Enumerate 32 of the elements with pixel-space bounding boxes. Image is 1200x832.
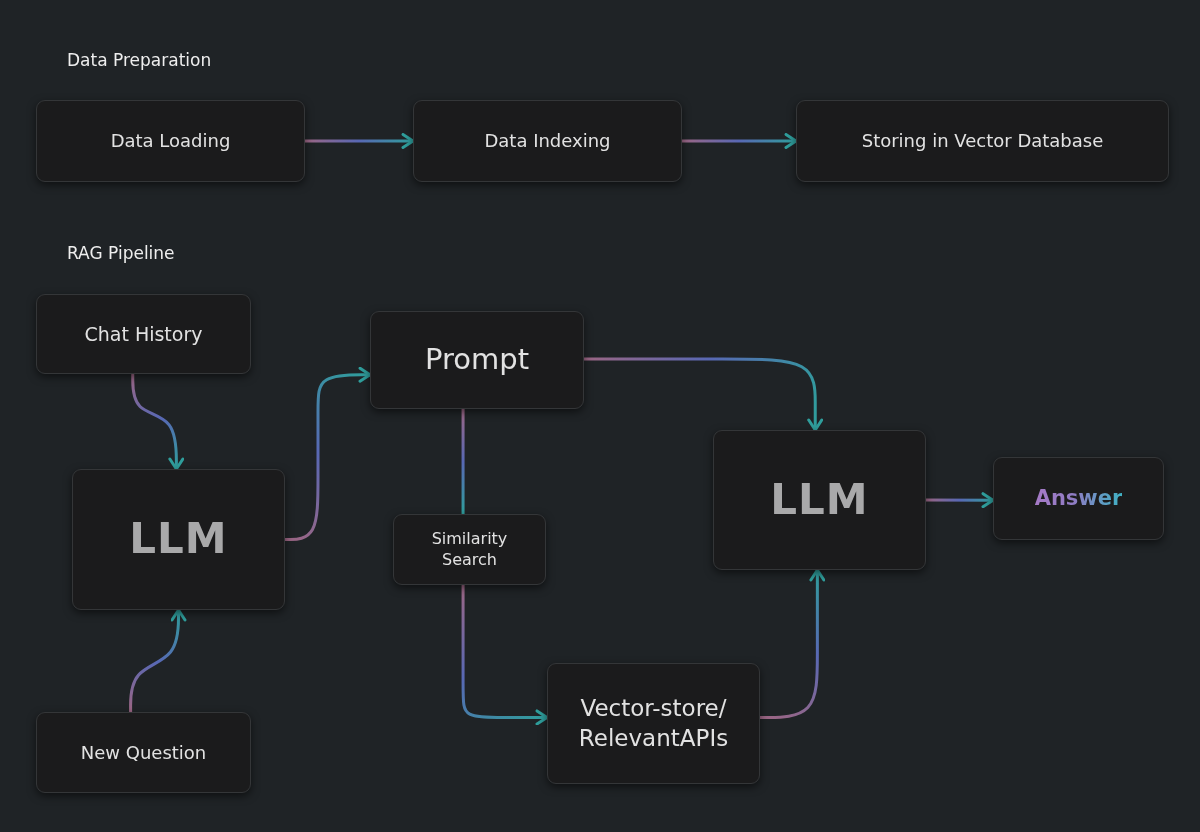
- process-box: [547, 663, 760, 784]
- node-label: Prompt: [424, 341, 529, 379]
- process-box: [36, 712, 251, 793]
- arrow: [461, 585, 549, 726]
- process-box: [393, 514, 546, 585]
- node-label: Data Indexing: [484, 129, 611, 153]
- arrow: [682, 133, 798, 149]
- process-box: [36, 294, 251, 374]
- arrow: [129, 608, 187, 712]
- model-box: [72, 469, 285, 610]
- node-label: Similarity Search: [430, 528, 509, 571]
- process-box: [413, 100, 682, 182]
- node-label: Storing in Vector Database: [861, 129, 1104, 153]
- section-heading: Data Preparation: [67, 50, 212, 70]
- arrow: [305, 133, 415, 149]
- process-box: [370, 311, 584, 409]
- arrow: [926, 492, 995, 509]
- process-box: [796, 100, 1169, 182]
- node-label: New Question: [80, 740, 207, 765]
- arrow: [285, 366, 372, 541]
- model-box: [713, 430, 926, 570]
- arrow: [131, 374, 185, 471]
- node-label: Vector-store/ RelevantAPIs: [577, 693, 730, 753]
- node-label: Chat History: [84, 321, 203, 347]
- arrow: [584, 357, 824, 432]
- process-box: [36, 100, 305, 182]
- arrow: [760, 568, 826, 719]
- process-box: [993, 457, 1164, 540]
- section-heading: RAG Pipeline: [67, 243, 175, 263]
- node-label: Data Loading: [110, 129, 231, 153]
- node-label: LLM: [129, 513, 228, 566]
- node-label: LLM: [770, 473, 869, 526]
